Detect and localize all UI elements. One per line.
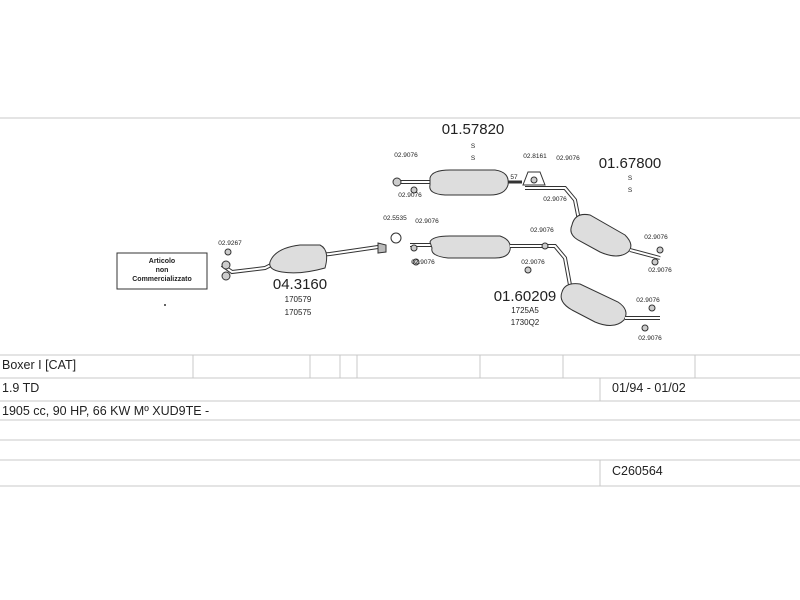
production-years: 01/94 - 01/02 <box>612 381 686 395</box>
part-02-9076-e: 02.9076 <box>415 218 439 225</box>
part-02-8161: 02.8161 <box>523 153 547 160</box>
part-02-9076-h: 02.9076 <box>521 259 545 266</box>
part-02-9076-d: 02.9076 <box>543 196 567 203</box>
dot-mark <box>164 304 166 306</box>
part-s-2: S <box>471 155 476 162</box>
not-marketed-notice: Articolo non Commercializzato <box>116 252 208 290</box>
part-01-67800: 01.67800 <box>599 155 662 172</box>
part-02-9076-k: 02.9076 <box>636 297 660 304</box>
frame <box>0 117 800 487</box>
intermediate-silencer-01-57820[interactable] <box>392 169 522 196</box>
notice-line-1: Articolo <box>149 258 175 265</box>
part-02-9076-c: 02.9076 <box>556 155 580 162</box>
part-01-57820: 01.57820 <box>442 121 505 138</box>
part-57: 57 <box>510 174 518 181</box>
engine-type: 1.9 TD <box>2 381 40 395</box>
part-02-9076-g: 02.9076 <box>411 259 435 266</box>
vehicle-model: Boxer I [CAT] <box>2 358 77 372</box>
part-02-9076-f: 02.9076 <box>530 227 554 234</box>
part-s-4: S <box>628 187 633 194</box>
clamp-02-9267[interactable] <box>224 248 232 256</box>
part-02-9267: 02.9267 <box>218 240 242 247</box>
part-1725A5: 1725A5 <box>511 306 539 315</box>
part-02-9076-l: 02.9076 <box>638 335 662 342</box>
notice-line-3: Commercializzato <box>132 276 192 283</box>
clamp-02-8161[interactable] <box>522 171 546 186</box>
part-170575: 170575 <box>285 308 312 317</box>
part-s-3: S <box>628 175 633 182</box>
part-s-1: S <box>471 143 476 150</box>
front-pipe-catalyst[interactable] <box>220 242 387 281</box>
part-02-9076-j: 02.9076 <box>648 267 672 274</box>
part-02-5535: 02.5535 <box>383 215 407 222</box>
part-02-9076-i: 02.9076 <box>644 234 668 241</box>
rear-silencer-01-67800[interactable] <box>525 186 664 266</box>
part-04-3160: 04.3160 <box>273 276 327 293</box>
notice-line-2: non <box>156 267 169 274</box>
part-01-60209: 01.60209 <box>494 288 557 305</box>
intermediate-silencer-01-60209[interactable] <box>390 232 660 332</box>
part-02-9076-b: 02.9076 <box>398 192 422 199</box>
engine-specs: 1905 cc, 90 HP, 66 KW Mº XUD9TE - <box>2 404 210 418</box>
part-02-9076-a: 02.9076 <box>394 152 418 159</box>
part-170579: 170579 <box>285 295 312 304</box>
catalog-code: C260564 <box>612 464 663 478</box>
part-1730Q2: 1730Q2 <box>511 318 540 327</box>
